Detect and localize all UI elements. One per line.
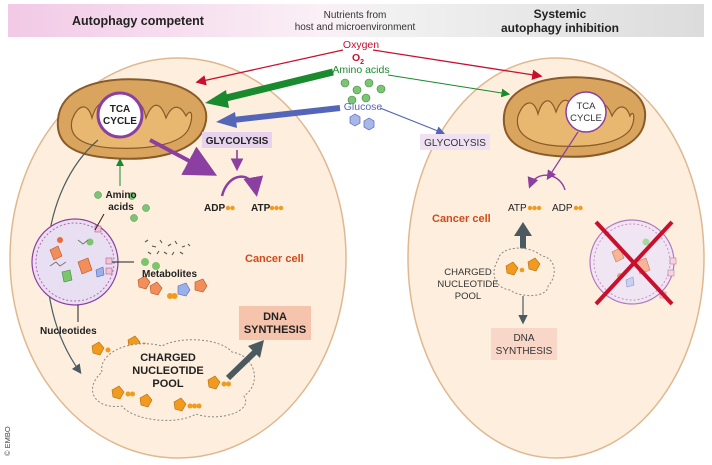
right-pool-line3: POOL: [455, 291, 481, 302]
amino-acid-dots: [340, 78, 386, 105]
left-pool-molecules: [111, 375, 231, 412]
header-center-line2: host and microenvironment: [295, 22, 416, 33]
right-glycolysis-box: [420, 134, 490, 150]
left-pool-line2: NUCLEOTIDE: [132, 365, 204, 377]
header-right-line2: autophagy inhibition: [501, 21, 619, 35]
left-dna-line1: DNA: [263, 311, 287, 323]
left-amino-line1: Amino: [105, 190, 136, 201]
left-atp-phosphates: [269, 205, 284, 211]
o2-label: O2: [352, 52, 364, 66]
left-cancer-cell-label: Cancer cell: [245, 253, 304, 265]
glucose-arrow-right: [379, 107, 446, 135]
left-metabolites-label: Metabolites: [142, 269, 197, 280]
left-glycolysis-label: GLYCOLYSIS: [206, 136, 269, 147]
left-tca-line2: CYCLE: [103, 116, 137, 127]
right-cancer-cell-label: Cancer cell: [432, 213, 491, 225]
right-tca-line2: CYCLE: [570, 113, 602, 124]
right-atp-phosphates: [527, 205, 542, 211]
right-pool-line1: CHARGED: [444, 267, 492, 278]
header-right-line1: Systemic: [534, 7, 587, 21]
right-glycolysis-label: GLYCOLYSIS: [424, 138, 486, 149]
oxygen-arrow-right: [372, 49, 543, 80]
right-pool-to-atp-arrowhead: [514, 222, 532, 236]
left-adp-atp-curve: [220, 175, 264, 197]
left-tca-to-atp-arrow: [149, 138, 218, 176]
amino-acids-label: Amino acids: [332, 64, 389, 76]
right-tca-to-atp-arrow: [546, 131, 579, 181]
left-pool-line3: POOL: [152, 378, 183, 390]
left-lysosome: [31, 218, 119, 306]
right-adp-atp-curve: [527, 174, 566, 191]
amino-acids-arrowhead-left: [205, 90, 229, 108]
header-center-line1: Nutrients from: [324, 10, 387, 21]
right-dna-line2: SYNTHESIS: [496, 346, 553, 357]
right-pool-molecules: [505, 257, 541, 276]
left-amino-dots: [94, 191, 150, 222]
oxygen-arrow-left: [195, 49, 344, 86]
left-lysosome-to-amino-arrow: [94, 213, 105, 231]
left-mitochondrion: [56, 78, 208, 160]
left-amino-line2: acids: [108, 202, 134, 213]
left-tca-line1: TCA: [110, 104, 131, 115]
right-tca-circle: [565, 91, 607, 133]
left-adp-phosphates: [225, 205, 235, 211]
right-dna-synthesis-box: [491, 328, 557, 360]
right-nucleotide-pool: [493, 247, 555, 296]
inhibition-x-mark: [594, 220, 674, 306]
right-pool-line2: NUCLEOTIDE: [437, 279, 498, 290]
amino-acids-arrow-right: [387, 74, 511, 98]
glucose-arrow-left: [232, 105, 341, 123]
header-left-title: Autophagy competent: [72, 14, 205, 28]
left-pool-line1: CHARGED: [140, 352, 196, 364]
oxygen-label: Oxygen: [343, 39, 379, 51]
header-bar: [8, 4, 704, 37]
left-glycolysis-box: [202, 132, 272, 148]
glucose-arrowhead-left: [216, 112, 237, 128]
right-cancer-cell: [407, 57, 705, 459]
left-pool-to-dna-arrow: [225, 349, 258, 381]
glucose-hexagons: [349, 113, 375, 131]
left-dna-line2: SYNTHESIS: [244, 324, 306, 336]
left-atp-label: ATP: [251, 203, 271, 214]
left-dna-synthesis-box: [239, 306, 311, 340]
right-mitochondrion: [502, 76, 647, 158]
left-nucleotides-label: Nucleotides: [40, 326, 97, 337]
right-dna-line1: DNA: [513, 333, 534, 344]
left-tca-circle: [96, 91, 144, 139]
left-nucleotide-pool: [92, 339, 255, 421]
copyright-label: © EMBO: [3, 426, 12, 456]
right-adp-phosphates: [573, 205, 583, 211]
right-adp-label: ADP: [552, 203, 573, 214]
left-pool-to-dna-arrowhead: [248, 340, 264, 358]
left-adp-label: ADP: [204, 203, 225, 214]
left-cancer-cell: [9, 57, 347, 459]
left-metabolites-cluster: [137, 239, 208, 299]
right-atp-label: ATP: [508, 203, 527, 214]
amino-acids-arrow-left: [221, 68, 334, 103]
right-tca-line1: TCA: [577, 101, 597, 112]
